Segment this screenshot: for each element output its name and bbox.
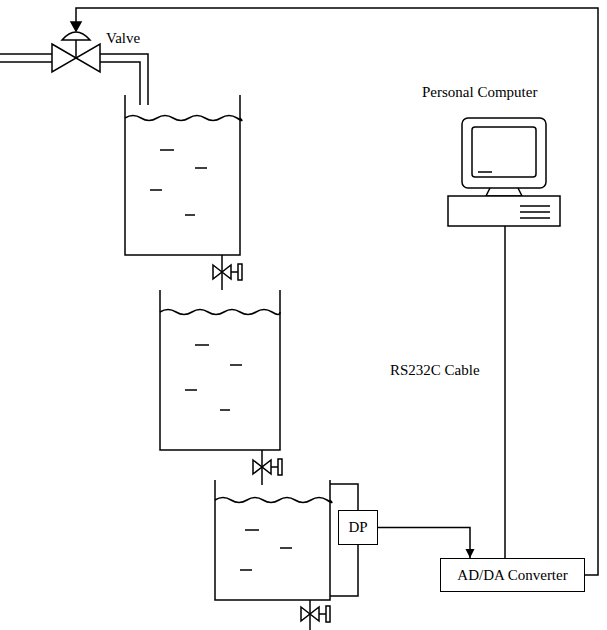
converter-box: AD/DA Converter — [440, 558, 585, 592]
dp-transmitter-box: DP — [338, 510, 378, 545]
signal-connector — [378, 528, 475, 559]
computer-label: Personal Computer — [420, 84, 539, 101]
node-text: DP — [348, 519, 367, 536]
node-text: AD/DA Converter — [457, 567, 567, 584]
valve-label: Valve — [104, 30, 142, 47]
cable-label: RS232C Cable — [388, 362, 482, 379]
